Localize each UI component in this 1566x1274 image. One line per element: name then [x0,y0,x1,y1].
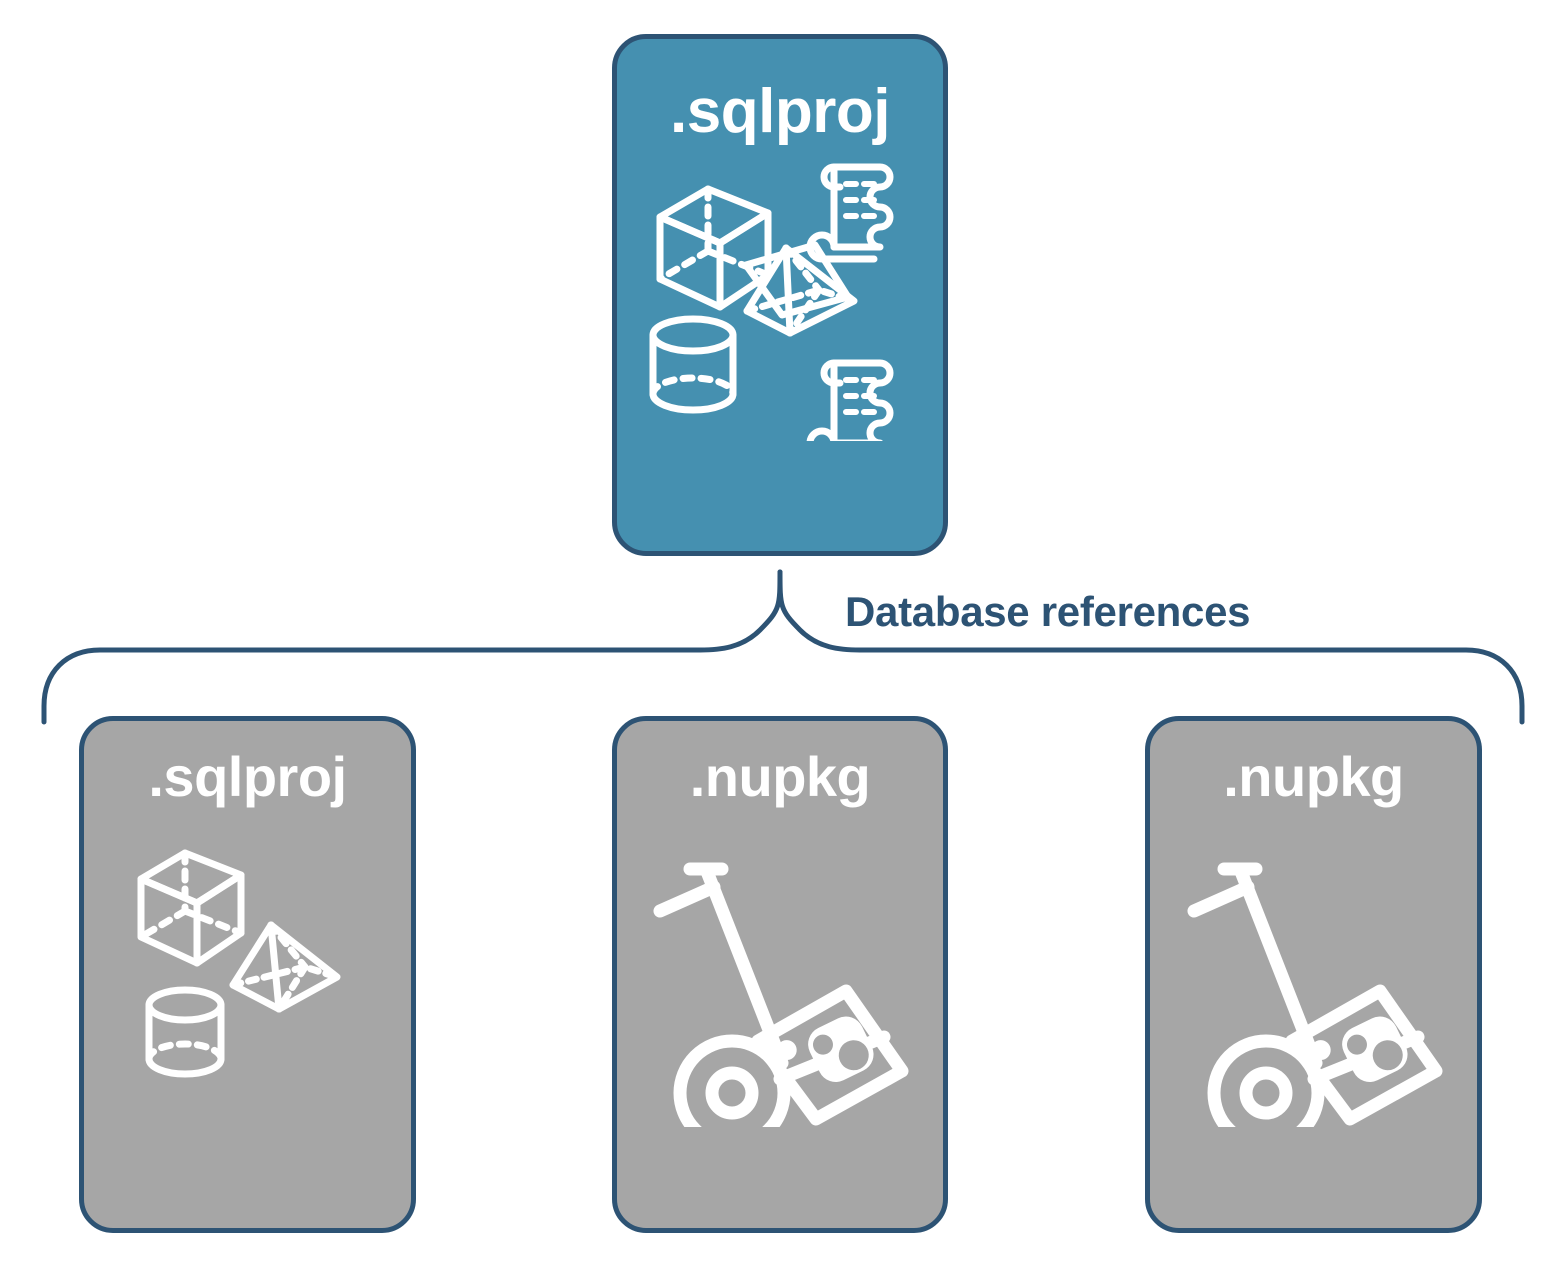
pyramid-wireframe-icon [229,921,340,1013]
card-artwork [617,805,943,1228]
pyramid-wireframe-icon [742,241,858,337]
node-card-sqlproj-reference[interactable]: .sqlproj [79,716,416,1233]
card-title: .nupkg [689,745,871,808]
nuget-glyph-holes [812,1034,869,1071]
sqlproj-icon-group [649,163,894,441]
nuget-glyph-holes [1346,1034,1403,1071]
hand-truck-package-icon [653,862,909,1127]
card-artwork [1150,805,1477,1228]
card-title: .nupkg [1223,745,1404,808]
hand-truck-package-icon [1187,862,1442,1127]
cube-wireframe-icon [137,849,244,967]
card-artwork [617,143,943,551]
card-title: .sqlproj [670,77,890,146]
node-card-nupkg-1[interactable]: .nupkg [612,716,948,1233]
card-artwork [84,805,411,1228]
brace-label: Database references [845,588,1251,635]
script-scroll-icon [806,163,894,263]
card-title: .sqlproj [148,745,347,808]
cylinder-wireframe-icon [145,986,224,1078]
cylinder-wireframe-icon [649,315,737,414]
sqlproj-shapes-icon-group [137,849,340,1078]
node-card-sqlproj-root[interactable]: .sqlproj [612,34,948,556]
node-card-nupkg-2[interactable]: .nupkg [1145,716,1482,1233]
script-scroll-icon [806,359,894,441]
cube-wireframe-icon [656,185,772,311]
